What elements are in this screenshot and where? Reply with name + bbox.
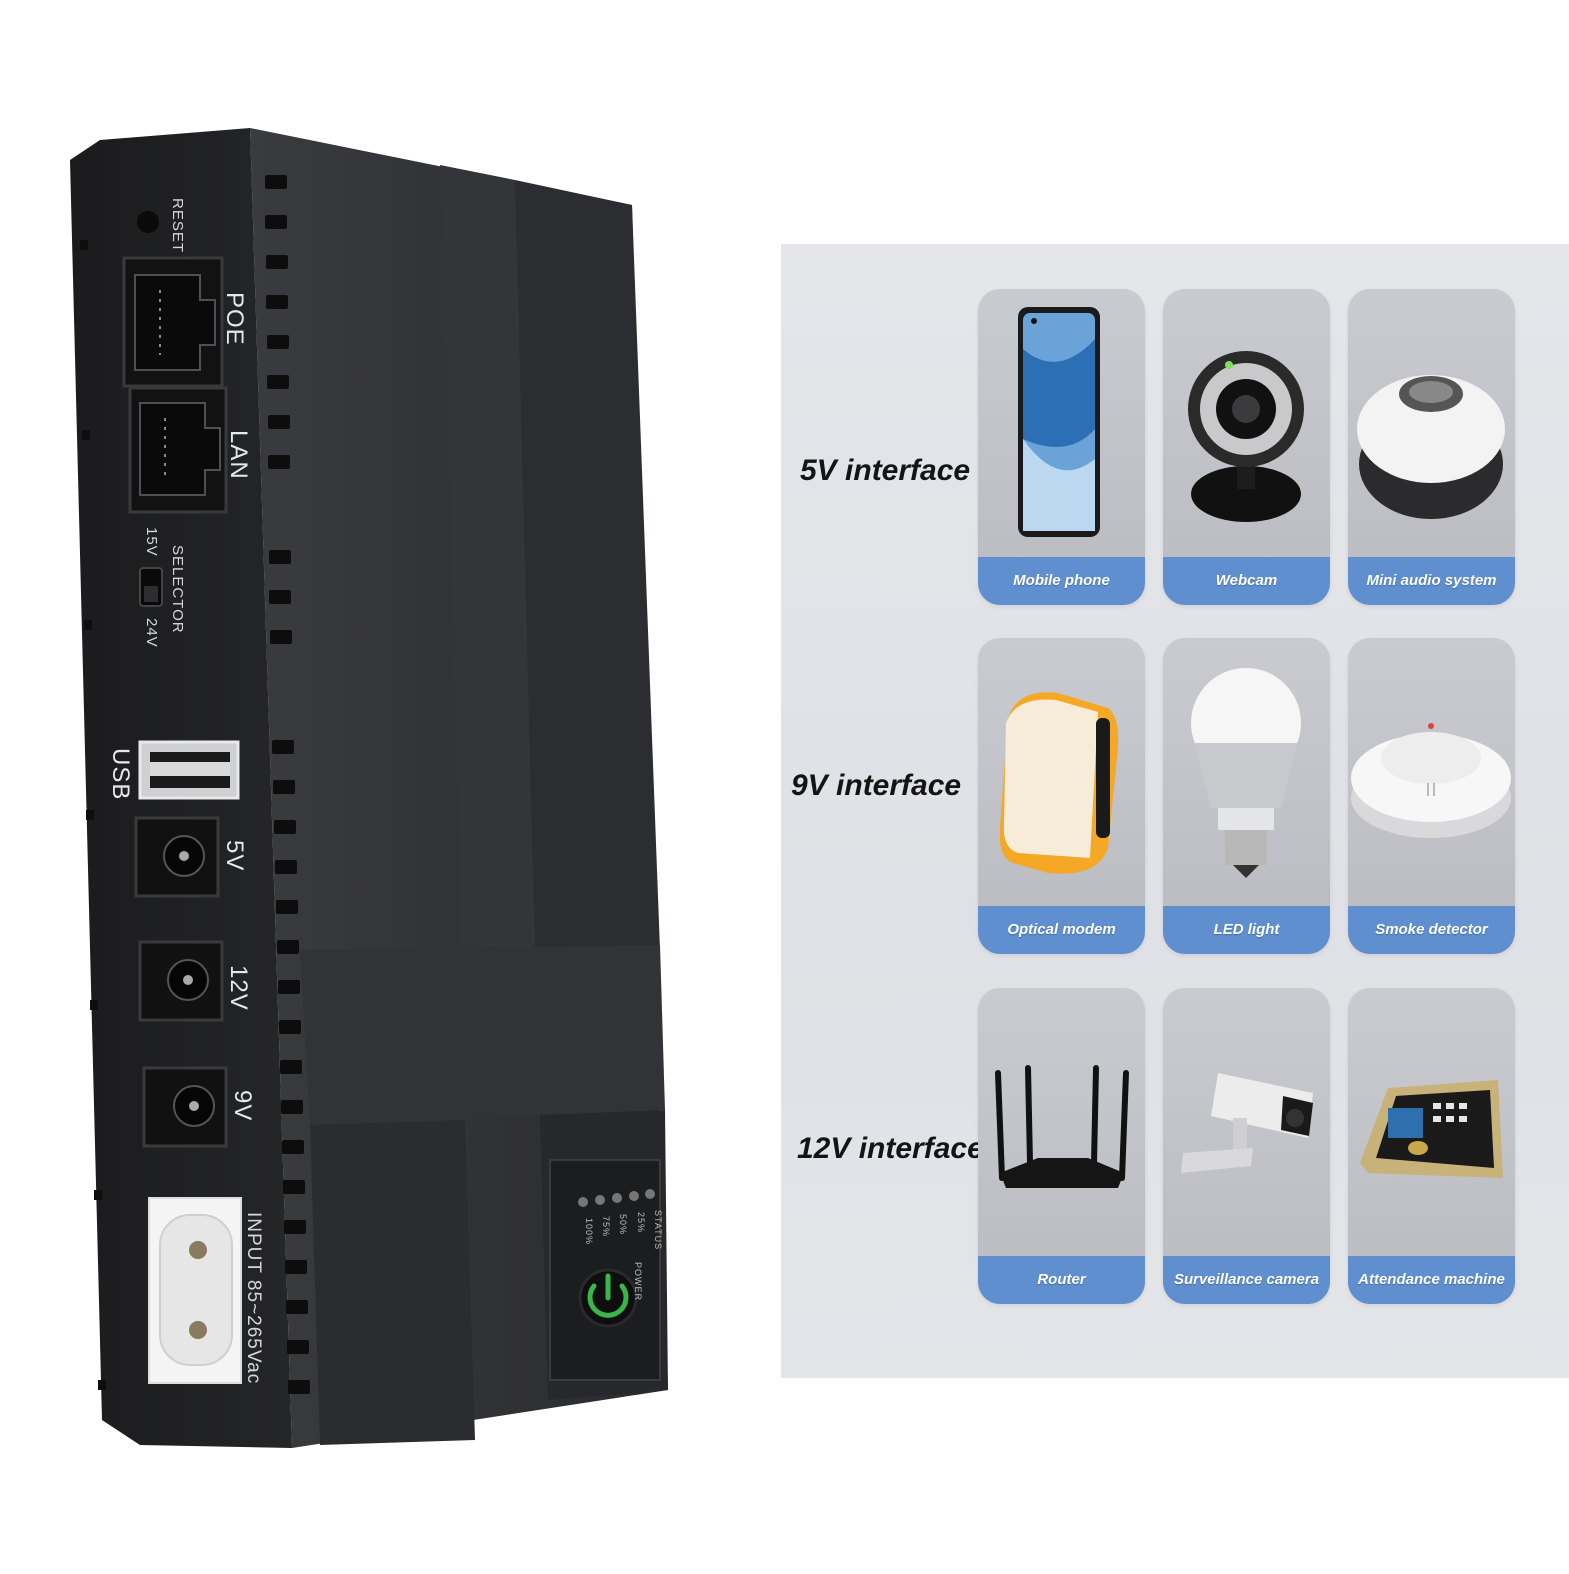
device-card-smoke-detector: Smoke detector [1348,638,1515,954]
dc-5v-jack [134,816,220,898]
mobile-phone-image [1018,307,1100,537]
optical-modem-image [999,692,1119,874]
webcam-image [1188,351,1304,522]
device-card-router: Router [978,988,1145,1304]
caption-surveillance-camera: Surveillance camera [1163,1256,1330,1304]
row-label-12v: 12V interface [797,1132,984,1165]
caption-mini-audio-system: Mini audio system [1348,557,1515,605]
mini-audio-system-image [1357,375,1505,519]
row-label-5v: 5V interface [800,454,971,487]
reset-label: RESET [169,198,186,254]
usb-port [138,740,240,800]
caption-smoke-detector: Smoke detector [1348,906,1515,954]
caption-attendance-machine: Attendance machine [1348,1256,1515,1304]
device-card-led-light: LED light [1163,638,1330,954]
caption-optical-modem: Optical modem [978,906,1145,954]
led-light-image [1191,668,1301,878]
status-panel [549,1159,661,1381]
dc-5v-label: 5V [221,840,248,872]
lan-port [128,386,228,514]
device-card-mini-audio-system: Mini audio system [1348,289,1515,605]
reset-hole [137,211,159,233]
caption-webcam: Webcam [1163,557,1330,605]
dc-9v-jack [142,1066,228,1148]
ac-input-socket [148,1197,242,1384]
attendance-machine-image [1360,1080,1503,1178]
row-label-9v: 9V interface [791,769,962,802]
led-label-25: 25% [636,1212,646,1234]
dc-12v-label: 12V [225,965,252,1011]
led-label-100: 100% [584,1218,594,1246]
led-label-75: 75% [601,1216,611,1238]
status-label: STATUS [653,1210,663,1251]
device-card-webcam: Webcam [1163,289,1330,605]
input-label: INPUT 85~265Vac [243,1212,264,1385]
selector-24v-label: 24V [143,618,160,648]
poe-port [122,256,224,388]
caption-router: Router [978,1256,1145,1304]
dc-9v-label: 9V [229,1090,256,1122]
usb-label: USB [107,748,134,801]
selector-label: SELECTOR [169,545,186,634]
mini-ups-device: RESET POE LAN 15V SELECTOR 24V USB 5V 12… [0,0,760,1569]
device-card-mobile-phone: Mobile phone [978,289,1145,605]
surveillance-camera-image [1181,1073,1313,1173]
power-label: POWER [633,1262,643,1302]
device-card-surveillance-camera: Surveillance camera [1163,988,1330,1304]
caption-mobile-phone: Mobile phone [978,557,1145,605]
lan-label: LAN [225,430,252,480]
device-card-attendance-machine: Attendance machine [1348,988,1515,1304]
caption-led-light: LED light [1163,906,1330,954]
device-card-optical-modem: Optical modem [978,638,1145,954]
smoke-detector-image [1351,723,1511,838]
led-label-50: 50% [618,1214,628,1236]
selector-15v-label: 15V [143,527,160,557]
router-image [995,1065,1129,1188]
compatible-devices-panel: 5V interface 9V interface 12V interface … [781,244,1569,1378]
dc-12v-jack [138,940,224,1022]
poe-label: POE [221,292,248,346]
ups-body-drawing [70,128,668,1448]
